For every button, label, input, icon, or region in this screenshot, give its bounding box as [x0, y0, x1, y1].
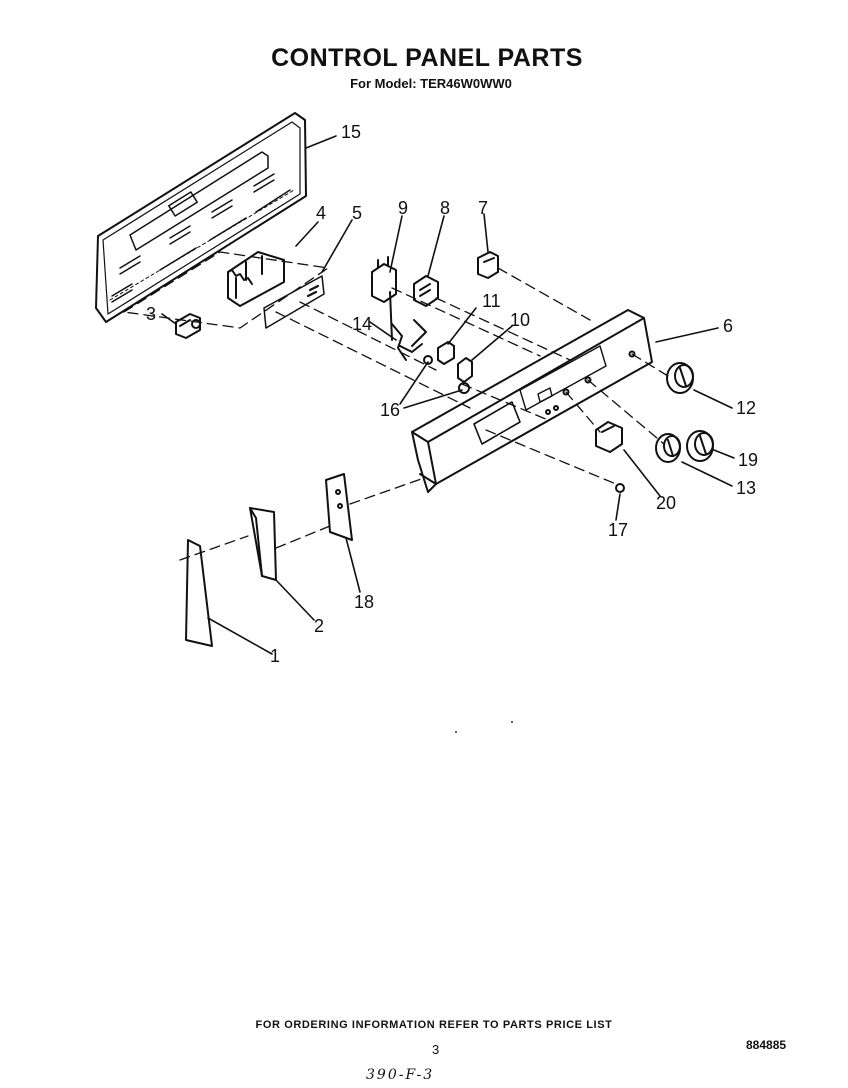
callout-19: 19 — [738, 450, 758, 470]
handwritten-note: 390-F-3 — [366, 1067, 435, 1083]
callout-11: 11 — [482, 291, 501, 311]
part-wire-harness — [391, 319, 427, 361]
part-bracket — [477, 251, 499, 279]
model-subtitle: For Model: TER46W0WW0 — [350, 76, 512, 91]
callout-10: 10 — [510, 310, 530, 330]
callout-4: 4 — [316, 203, 326, 223]
scan-speck — [455, 731, 457, 733]
page-title: CONTROL PANEL PARTS — [271, 44, 583, 72]
callout-9: 9 — [398, 198, 408, 218]
part-knob-middle — [686, 430, 714, 462]
callout-15: 15 — [341, 122, 361, 142]
scan-speck — [511, 721, 513, 723]
part-end-cap — [185, 539, 213, 647]
callout-17: 17 — [608, 520, 628, 540]
assembly-lines — [179, 267, 669, 561]
callout-7: 7 — [478, 198, 488, 218]
callout-2: 2 — [314, 616, 324, 636]
callout-14: 14 — [352, 314, 372, 334]
part-rotary-switch — [595, 421, 623, 453]
callout-3: 3 — [146, 304, 156, 324]
part-knob-insert — [615, 483, 625, 493]
ordering-note: FOR ORDERING INFORMATION REFER TO PARTS … — [255, 1019, 613, 1031]
part-connector — [175, 313, 201, 339]
callout-5: 5 — [352, 203, 362, 223]
callout-12: 12 — [736, 398, 756, 418]
part-knob-upper — [666, 362, 694, 394]
part-terminal-block-group — [123, 251, 329, 329]
page-number: 3 — [432, 1042, 440, 1057]
part-switch-small — [413, 275, 439, 307]
part-rear-panel — [95, 112, 307, 323]
callout-18: 18 — [354, 592, 374, 612]
part-switch — [371, 256, 397, 341]
callout-6: 6 — [723, 316, 733, 336]
part-side-bracket-right — [325, 473, 353, 541]
callout-20: 20 — [656, 493, 676, 513]
part-light-socket — [437, 341, 455, 365]
callout-1: 1 — [270, 646, 280, 666]
part-lamp-holder — [457, 357, 473, 383]
document-number: 884885 — [746, 1038, 787, 1052]
callout-16: 16 — [380, 400, 400, 420]
part-control-panel — [411, 309, 653, 493]
callout-labels: 15 4 5 9 8 7 11 10 6 3 14 16 12 19 13 20… — [146, 122, 758, 666]
part-mounting-bracket — [249, 507, 277, 581]
part-screws — [423, 355, 470, 394]
leader-lines — [161, 135, 735, 655]
callout-13: 13 — [736, 478, 756, 498]
callout-8: 8 — [440, 198, 450, 218]
part-knob-lower — [655, 433, 681, 463]
